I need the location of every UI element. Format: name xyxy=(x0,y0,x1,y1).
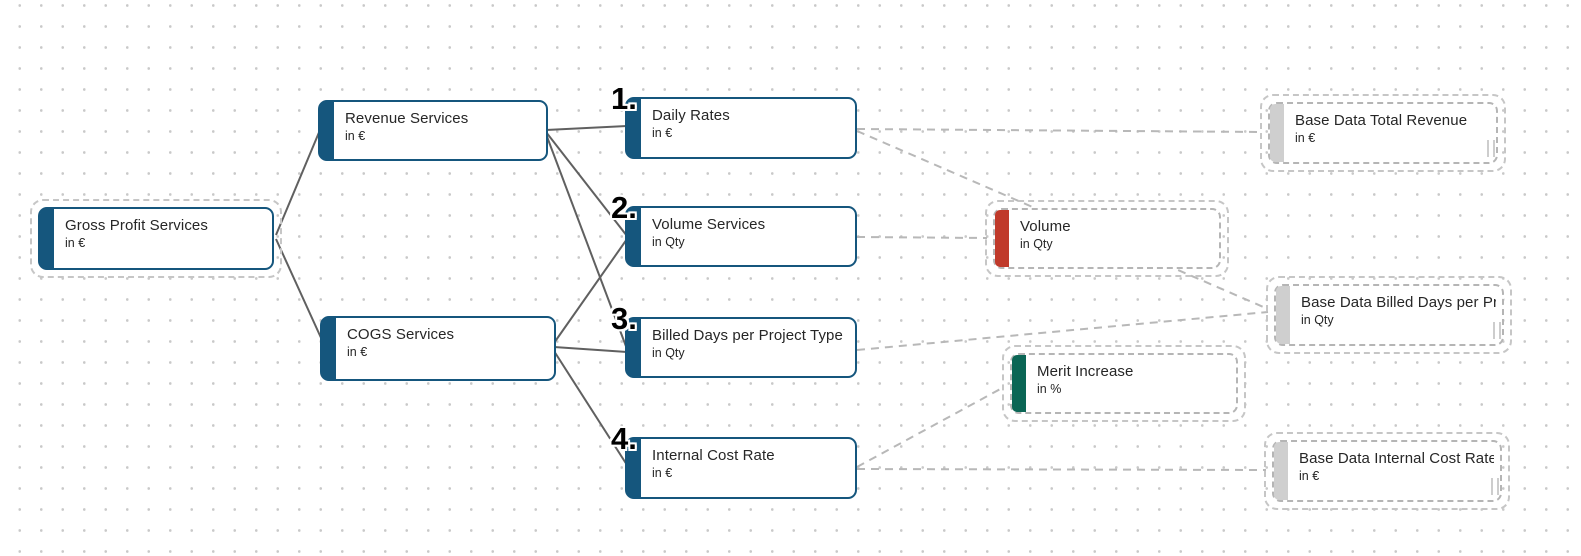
edge-volumeservices-volume xyxy=(856,236,988,239)
node-title: Billed Days per Project Type xyxy=(652,327,843,344)
node-daily-rates[interactable]: 1. Daily Rates in € xyxy=(611,83,857,159)
node-title: COGS Services xyxy=(347,326,455,343)
accent-bar xyxy=(320,102,334,159)
node-gross-profit-services[interactable]: Gross Profit Services in € xyxy=(38,207,274,270)
node-base-data-billed-days[interactable]: Base Data Billed Days per Pr... in Qty xyxy=(1274,284,1504,346)
node-cogs-services[interactable]: COGS Services in € xyxy=(320,316,556,381)
node-group-base-data-total-revenue: Base Data Total Revenue in € xyxy=(1260,94,1506,172)
node-billed-days-per-project-type[interactable]: 3. Billed Days per Project Type in Qty xyxy=(611,303,857,378)
node-unit: in Qty xyxy=(1020,237,1053,251)
accent-bar xyxy=(322,318,336,379)
node-number-badge: 2. xyxy=(611,190,637,225)
edge-billeddays-basebilleddays xyxy=(856,311,1269,351)
node-revenue-services[interactable]: Revenue Services in € xyxy=(318,100,548,161)
node-unit: in % xyxy=(1037,382,1062,396)
node-title: Volume xyxy=(1020,218,1071,235)
node-title: Volume Services xyxy=(652,216,766,233)
node-number-badge: 4. xyxy=(611,421,637,456)
node-volume-services[interactable]: 2. Volume Services in Qty xyxy=(611,192,857,267)
node-group-volume: Volume in Qty xyxy=(985,200,1229,277)
node-group-base-data-billed-days: Base Data Billed Days per Pr... in Qty xyxy=(1266,276,1512,354)
accent-bar xyxy=(40,209,54,268)
node-volume[interactable]: Volume in Qty xyxy=(993,208,1221,269)
node-title: Base Data Internal Cost Rate xyxy=(1299,450,1494,467)
node-unit: in € xyxy=(345,129,366,143)
node-title: Merit Increase xyxy=(1037,363,1134,380)
edge-gross-revenue xyxy=(275,129,321,236)
node-unit: in € xyxy=(347,345,368,359)
node-title: Daily Rates xyxy=(652,107,730,124)
node-internal-cost-rate[interactable]: 4. Internal Cost Rate in € xyxy=(611,423,857,499)
edge-dailyrates-basebilleddays xyxy=(856,130,1269,310)
edge-gross-cogs xyxy=(275,238,323,341)
node-unit: in Qty xyxy=(652,235,685,249)
selection-outline-gross-profit: Gross Profit Services in € xyxy=(30,199,282,278)
node-unit: in € xyxy=(65,236,86,250)
accent-bar xyxy=(627,99,641,157)
node-group-base-data-internal-cost-rate: Base Data Internal Cost Rate in € xyxy=(1264,432,1510,510)
node-title: Base Data Total Revenue xyxy=(1295,112,1468,129)
node-title: Gross Profit Services xyxy=(65,217,208,234)
node-unit: in € xyxy=(652,126,673,140)
node-base-data-internal-cost-rate[interactable]: Base Data Internal Cost Rate in € xyxy=(1272,440,1502,502)
edge-dailyrates-basetotalrevenue xyxy=(856,128,1263,133)
node-number-badge: 1. xyxy=(611,81,637,116)
node-unit: in € xyxy=(1295,131,1316,145)
edge-cogs-billeddays xyxy=(553,346,628,353)
node-unit: in Qty xyxy=(1301,313,1334,327)
node-title: Revenue Services xyxy=(345,110,469,127)
edge-revenue-volumeservices xyxy=(545,131,628,237)
node-group-merit-increase: Merit Increase in % xyxy=(1002,345,1246,422)
edge-revenue-dailyrates xyxy=(545,125,628,131)
node-base-data-total-revenue[interactable]: Base Data Total Revenue in € xyxy=(1268,102,1498,164)
edge-revenue-billeddays xyxy=(545,133,628,350)
node-unit: in Qty xyxy=(652,346,685,360)
accent-bar xyxy=(627,208,641,265)
accent-bar-green xyxy=(1012,355,1026,412)
node-merit-increase[interactable]: Merit Increase in % xyxy=(1010,353,1238,414)
node-title: Base Data Billed Days per Pr... xyxy=(1301,294,1496,311)
accent-bar xyxy=(627,319,641,376)
node-title: Internal Cost Rate xyxy=(652,447,775,464)
node-unit: in € xyxy=(652,466,673,480)
edge-internalcostrate-meritincrease xyxy=(856,386,1005,468)
accent-bar-gray xyxy=(1274,442,1288,500)
accent-bar-gray xyxy=(1276,286,1290,344)
node-number-badge: 3. xyxy=(611,301,637,336)
accent-bar xyxy=(627,439,641,497)
node-unit: in € xyxy=(1299,469,1320,483)
edge-cogs-internalcostrate xyxy=(553,350,628,466)
accent-bar-gray xyxy=(1270,104,1284,162)
accent-bar-red xyxy=(995,210,1009,267)
edge-cogs-volumeservices xyxy=(553,238,628,344)
edge-internalcostrate-baseinternalcost xyxy=(856,468,1267,471)
